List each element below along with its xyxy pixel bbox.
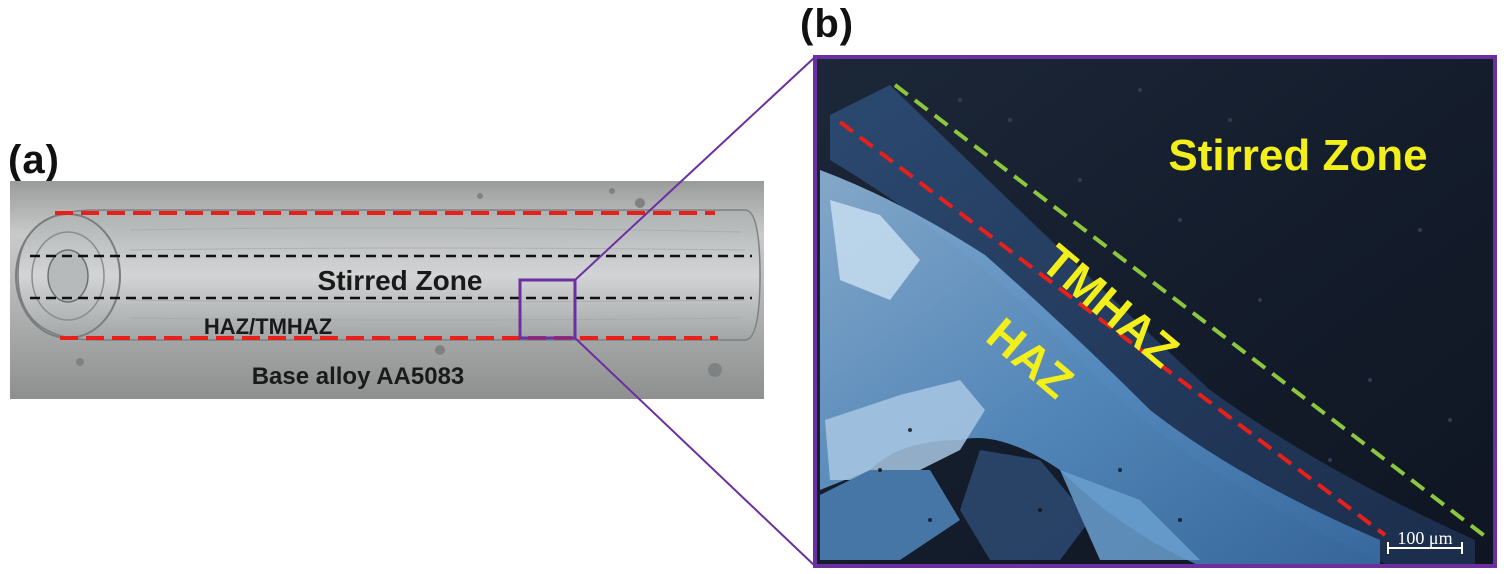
- haz-tmhaz-label: HAZ/TMHAZ: [204, 314, 332, 339]
- base-alloy-label: Base alloy AA5083: [252, 363, 465, 390]
- haz-region: [820, 170, 1380, 566]
- connector-bottom: [574, 337, 816, 567]
- coarse-grains: [820, 200, 1200, 560]
- stir-marks: [129, 227, 746, 321]
- keyhole-mid: [31, 231, 105, 321]
- scale-bar-label: 100 μm: [1397, 528, 1452, 548]
- panel-a-label: (a): [8, 138, 60, 182]
- dark-particles: [878, 428, 1182, 522]
- micrograph-frame: [813, 55, 1497, 568]
- tmhaz-band: [830, 85, 1475, 566]
- grain-speckle: [958, 88, 1452, 462]
- scale-bar: 100 μm: [1387, 528, 1463, 554]
- boundary-red-tmhaz-haz: [838, 120, 1387, 537]
- panel-a-photo: Stirred Zone HAZ/TMHAZ Base alloy AA5083: [10, 181, 764, 399]
- keyhole-inner: [47, 249, 89, 303]
- inset-box: [518, 278, 577, 340]
- panel-b-label: (b): [800, 2, 855, 46]
- connector-top: [574, 56, 816, 281]
- panel-b-micrograph: Stirred Zone TMHAZ HAZ 100 μm: [813, 55, 1497, 568]
- surface-blemishes: [76, 188, 722, 377]
- stirred-zone-label-a: Stirred Zone: [318, 265, 483, 296]
- stirred-zone-label-b: Stirred Zone: [1168, 131, 1427, 180]
